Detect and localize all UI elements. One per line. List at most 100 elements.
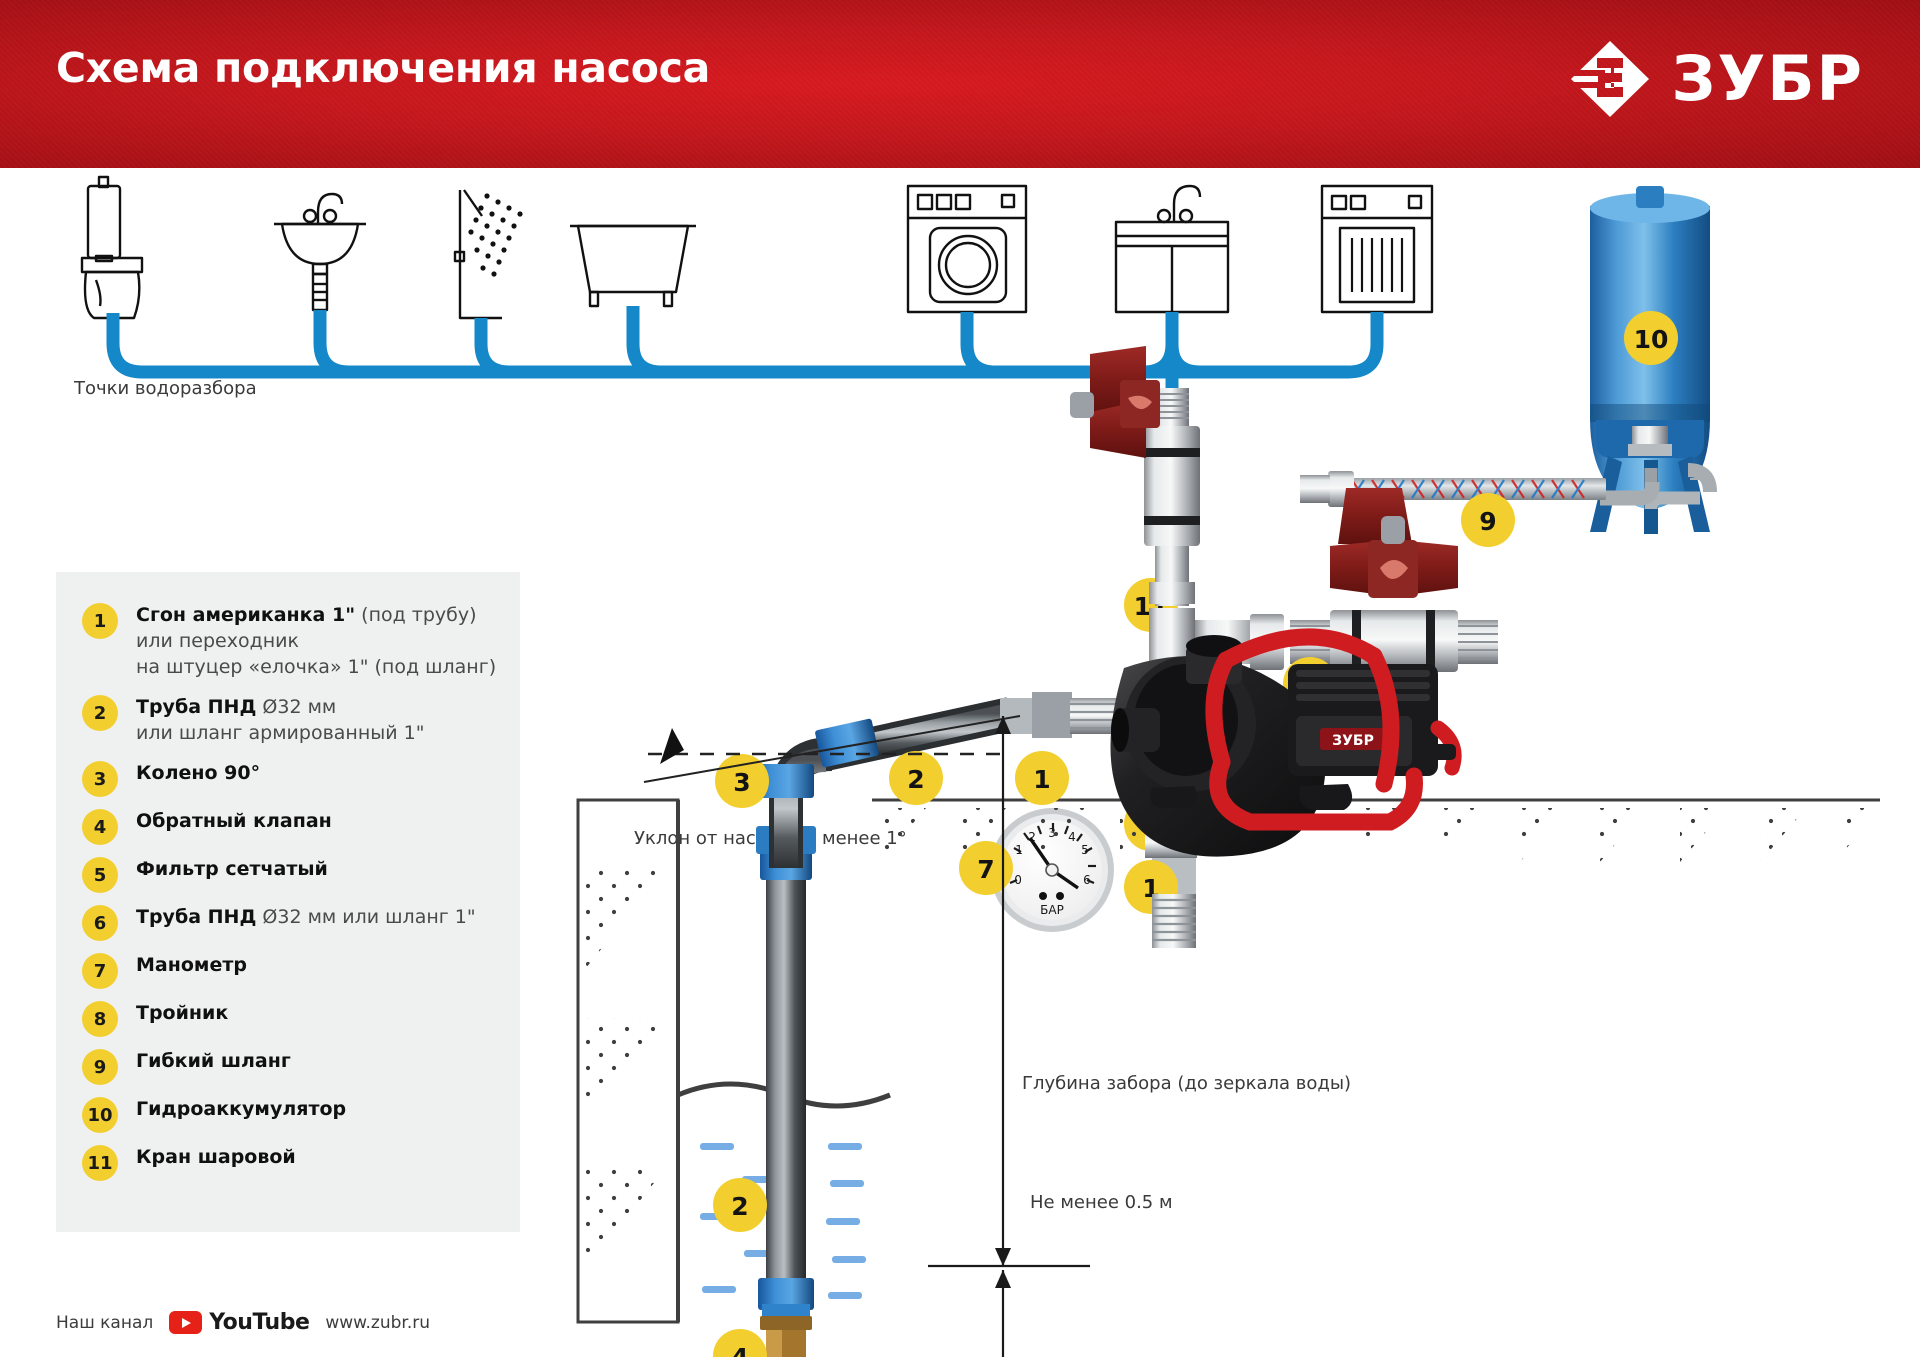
youtube-play-icon: [169, 1311, 203, 1334]
legend-item-7: 7 Манометр: [82, 952, 506, 989]
legend-label: Кран шаровой: [136, 1144, 296, 1170]
legend-item-1: 1 Сгон американка 1" (под трубу) или пер…: [82, 602, 506, 680]
svg-text:3: 3: [733, 768, 750, 797]
tank-elbow-pipe: [1600, 463, 1717, 506]
legend-extra-line: на штуцер «елочка» 1" (под шланг): [136, 656, 497, 678]
shower-icon: [453, 189, 523, 320]
legend-extra-line: или переходник: [136, 630, 299, 652]
legend-title: Обратный клапан: [136, 810, 332, 832]
legend-label: Гидроаккумулятор: [136, 1096, 346, 1122]
pump-brand-label: ЗУБР: [1332, 733, 1374, 749]
ball-valve-handle-top: [1070, 346, 1160, 458]
legend-badge: 5: [82, 857, 118, 893]
page-header: Схема подключения насоса ЗУБР: [0, 0, 1920, 168]
svg-text:7: 7: [977, 855, 994, 884]
legend-title: Гидроаккумулятор: [136, 1098, 347, 1120]
well-drop-line: 2 4 5: [713, 826, 816, 1357]
annotation-min-distance: Не менее 0.5 м: [1030, 1192, 1173, 1213]
legend-title: Кран шаровой: [136, 1146, 296, 1168]
well-shaft: [576, 798, 680, 1324]
legend-title: Труба ПНД: [136, 696, 257, 718]
pressure-gauge: 0 1 2 3 4 5 6 БАР 7: [959, 808, 1114, 932]
legend-suffix: Ø32 мм: [256, 696, 337, 718]
legend-label: Сгон американка 1" (под трубу) или перех…: [136, 602, 496, 680]
svg-text:1: 1: [1033, 765, 1050, 794]
legend-suffix: Ø32 мм или шланг 1": [256, 906, 476, 928]
legend-label: Труба ПНД Ø32 мм или шланг армированный …: [136, 694, 424, 746]
legend-label: Колено 90°: [136, 760, 260, 786]
legend-label: Труба ПНД Ø32 мм или шланг 1": [136, 904, 476, 930]
legend-title: Фильтр сетчатый: [136, 858, 328, 880]
callout-10: 10: [1624, 311, 1678, 365]
legend-badge: 10: [82, 1097, 118, 1133]
callout-4-check-valve: 4: [713, 1329, 767, 1357]
legend-title: Труба ПНД: [136, 906, 257, 928]
annotation-intake-depth: Глубина забора (до зеркала воды): [1022, 1073, 1352, 1094]
legend-list: 1 Сгон американка 1" (под трубу) или пер…: [82, 602, 506, 1192]
dimension-intake-depth: [928, 716, 1090, 1268]
footer: Наш канал YouTube www.zubr.ru: [56, 1310, 430, 1335]
legend-badge: 3: [82, 761, 118, 797]
legend-panel: 1 Сгон американка 1" (под трубу) или пер…: [56, 572, 520, 1232]
gauge-tick-6: 6: [1083, 873, 1091, 887]
svg-text:4: 4: [731, 1343, 748, 1357]
bathtub-icon: [570, 224, 696, 308]
legend-item-5: 5 Фильтр сетчатый: [82, 856, 506, 893]
ball-valve-handle-branch: [1330, 488, 1458, 598]
legend-item-11: 11 Кран шаровой: [82, 1144, 506, 1181]
callout-2-well: 2: [713, 1178, 767, 1232]
suction-line: 3 2 1: [715, 692, 1124, 868]
legend-title: Сгон американка 1": [136, 604, 356, 626]
plumbing-diagram: 10: [80, 175, 1880, 1357]
pump-unit: ЗУБР: [1110, 628, 1462, 857]
kitchen-sink-icon: [1114, 184, 1230, 314]
legend-suffix: (под трубу): [355, 604, 477, 626]
gauge-tick-0: 0: [1014, 873, 1022, 887]
legend-item-3: 3 Колено 90°: [82, 760, 506, 797]
svg-text:2: 2: [731, 1192, 748, 1221]
legend-item-8: 8 Тройник: [82, 1000, 506, 1037]
legend-label: Обратный клапан: [136, 808, 332, 834]
brand-name: ЗУБР: [1671, 42, 1864, 115]
annotation-water-points: Точки водоразбора: [74, 378, 257, 399]
gauge-tick-1: 1: [1015, 843, 1023, 857]
legend-title: Манометр: [136, 954, 247, 976]
legend-title: Тройник: [136, 1002, 229, 1024]
legend-item-2: 2 Труба ПНД Ø32 мм или шланг армированны…: [82, 694, 506, 746]
gauge-tick-2: 2: [1028, 830, 1036, 844]
legend-item-9: 9 Гибкий шланг: [82, 1048, 506, 1085]
legend-badge: 7: [82, 953, 118, 989]
footer-channel-label: Наш канал: [56, 1312, 154, 1333]
svg-text:10: 10: [1634, 325, 1669, 354]
legend-item-6: 6 Труба ПНД Ø32 мм или шланг 1": [82, 904, 506, 941]
legend-badge: 8: [82, 1001, 118, 1037]
legend-label: Манометр: [136, 952, 247, 978]
legend-item-4: 4 Обратный клапан: [82, 808, 506, 845]
legend-title: Колено 90°: [136, 762, 261, 784]
washbasin-icon: [274, 192, 366, 312]
legend-badge: 9: [82, 1049, 118, 1085]
legend-badge: 4: [82, 809, 118, 845]
page-title: Схема подключения насоса: [56, 44, 710, 92]
fixtures-row: [80, 175, 1434, 320]
callout-2-suction: 2: [889, 751, 943, 805]
legend-badge: 6: [82, 905, 118, 941]
svg-text:2: 2: [907, 765, 924, 794]
footer-url[interactable]: www.zubr.ru: [325, 1312, 430, 1333]
slope-indicator: [643, 715, 1021, 783]
legend-label: Гибкий шланг: [136, 1048, 291, 1074]
brand-block: ЗУБР: [1563, 36, 1864, 122]
dimension-min-distance: [995, 1270, 1011, 1357]
legend-badge: 11: [82, 1145, 118, 1181]
legend-badge: 1: [82, 603, 118, 639]
youtube-link[interactable]: YouTube: [169, 1310, 310, 1335]
legend-item-10: 10 Гидроаккумулятор: [82, 1096, 506, 1133]
callout-7-gauge: 7: [959, 841, 1013, 895]
washing-machine-icon: [906, 184, 1028, 314]
legend-label: Фильтр сетчатый: [136, 856, 328, 882]
zubr-diamond-icon: [1563, 36, 1650, 122]
legend-title: Гибкий шланг: [136, 1050, 291, 1072]
svg-text:9: 9: [1479, 507, 1496, 536]
callout-9: 9: [1461, 493, 1515, 547]
